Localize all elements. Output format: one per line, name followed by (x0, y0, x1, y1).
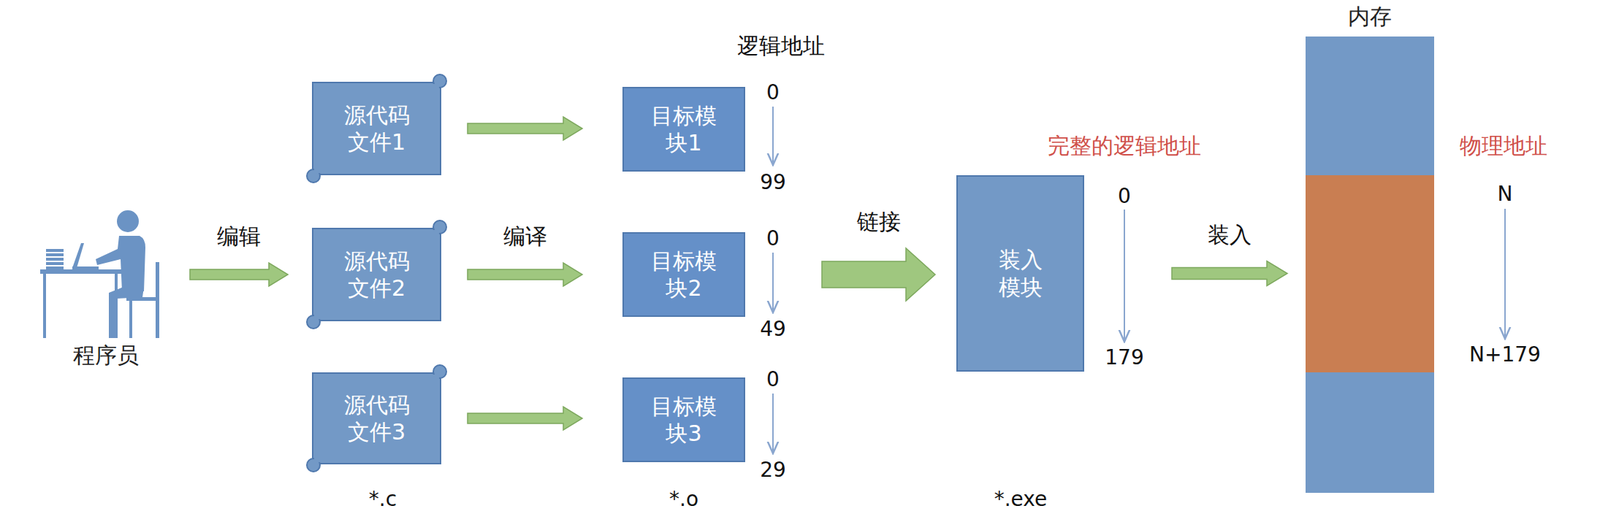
flow-arrow (467, 406, 583, 431)
memory-band (1305, 372, 1435, 494)
box-label: 装入 模块 (987, 246, 1054, 302)
address-number: 29 (759, 458, 787, 483)
range-arrow (772, 106, 774, 166)
address-number: 0 (1117, 184, 1131, 209)
module-box: 装入 模块 (956, 175, 1085, 372)
address-number: N (1497, 181, 1514, 207)
edge-label: 编译 (500, 222, 551, 253)
scroll-shape (306, 363, 448, 474)
flow-arrow (1171, 261, 1288, 287)
address-number: 99 (759, 170, 787, 195)
box-label: 目标模 块3 (640, 393, 728, 448)
memory-band (1305, 36, 1435, 176)
module-box: 目标模 块3 (622, 377, 746, 463)
module-box: 目标模 块1 (622, 86, 746, 172)
address-number: 0 (766, 80, 780, 105)
address-heading: 物理地址 (1459, 131, 1548, 162)
scroll-shape (306, 219, 448, 331)
memory-heading: 内存 (1290, 2, 1449, 31)
memory-column: 内存 (1305, 36, 1435, 494)
edge-label: 链接 (854, 207, 904, 238)
range-arrow (1504, 208, 1506, 339)
box-label: 源代码 文件2 (329, 247, 425, 303)
flow-arrow (467, 116, 583, 141)
scroll-shape (306, 73, 448, 185)
range-arrow (1123, 209, 1126, 342)
file-extension: *.exe (994, 487, 1048, 512)
memory-band (1305, 175, 1435, 373)
box-label: 源代码 文件1 (329, 101, 425, 157)
address-heading: 完整的逻辑地址 (1047, 131, 1202, 162)
programmer-figure (40, 200, 172, 344)
flow-arrow (467, 263, 583, 287)
box-label: 目标模 块2 (640, 247, 728, 303)
flow-arrow (189, 263, 288, 287)
edge-label: 编辑 (214, 222, 264, 253)
box-label: 源代码 文件3 (329, 391, 425, 447)
address-number: 0 (766, 226, 780, 251)
person-label: 程序员 (40, 341, 172, 370)
module-box: 目标模 块2 (622, 232, 746, 318)
source-file: 源代码 文件2 (306, 219, 448, 331)
range-arrow (772, 252, 774, 313)
flow-arrow (821, 248, 936, 302)
address-number: N+179 (1469, 342, 1541, 367)
file-extension: *.o (669, 487, 699, 512)
address-number: 179 (1104, 345, 1144, 370)
range-arrow (772, 393, 774, 454)
address-number: 49 (759, 317, 787, 342)
file-extension: *.c (368, 487, 397, 512)
source-file: 源代码 文件3 (306, 363, 448, 474)
source-file: 源代码 文件1 (306, 73, 448, 185)
address-number: 0 (766, 367, 780, 392)
address-number: 逻辑地址 (737, 31, 825, 62)
edge-label: 装入 (1204, 219, 1255, 250)
programmer-node: 程序员 (40, 200, 172, 369)
box-label: 目标模 块1 (640, 102, 728, 158)
